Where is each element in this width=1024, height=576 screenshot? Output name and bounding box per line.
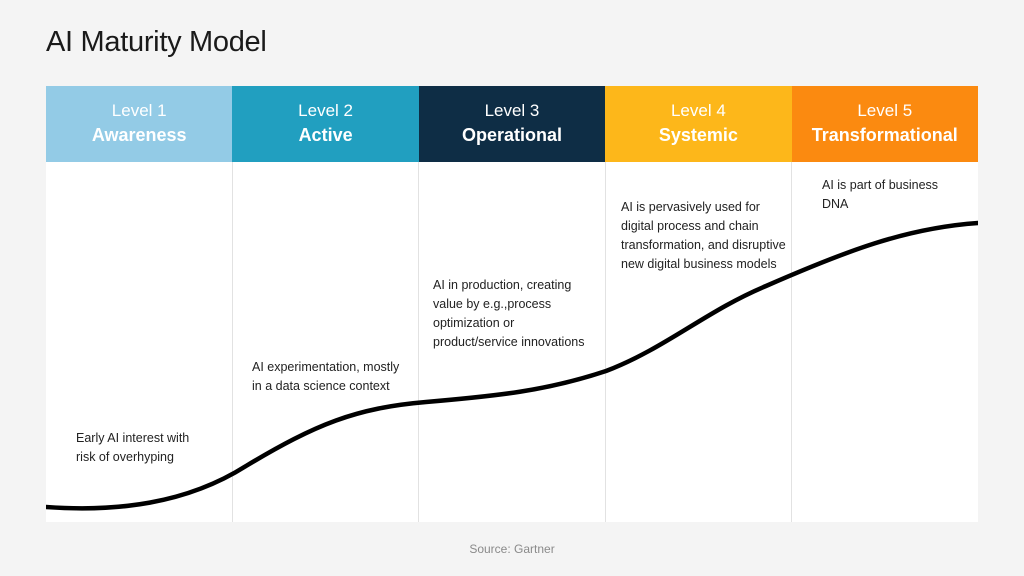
level-name: Active bbox=[298, 125, 353, 145]
level-2-header: Level 2 Active bbox=[232, 86, 419, 162]
column-divider bbox=[791, 162, 792, 522]
level-5-description: AI is part of business DNA bbox=[822, 178, 939, 211]
level-name: Operational bbox=[461, 125, 562, 145]
maturity-curve bbox=[46, 220, 978, 511]
level-number: Level 5 bbox=[857, 101, 913, 120]
page-title: AI Maturity Model bbox=[46, 26, 267, 58]
maturity-curve-line bbox=[46, 220, 978, 511]
level-header-row: Level 1 Awareness Level 2 Active Level 3… bbox=[46, 86, 978, 162]
level-4-description: AI is pervasively used for digital proce… bbox=[621, 200, 786, 271]
level-2-description: AI experimentation, mostly in a data sci… bbox=[252, 360, 400, 393]
column-divider bbox=[418, 162, 419, 522]
level-5-header: Level 5 Transformational bbox=[791, 86, 978, 162]
level-3-header: Level 3 Operational bbox=[418, 86, 606, 162]
column-divider bbox=[605, 162, 606, 522]
level-3-description: AI in production, creating value by e.g.… bbox=[433, 278, 585, 349]
level-4-header: Level 4 Systemic bbox=[605, 86, 792, 162]
level-number: Level 1 bbox=[111, 101, 167, 120]
level-name: Transformational bbox=[811, 125, 958, 145]
level-name: Awareness bbox=[91, 125, 187, 145]
level-name: Systemic bbox=[658, 125, 738, 145]
level-number: Level 3 bbox=[484, 101, 540, 120]
level-1-description: Early AI interest with risk of overhypin… bbox=[76, 431, 190, 464]
maturity-panel: Level 1 Awareness Level 2 Active Level 3… bbox=[46, 86, 978, 522]
level-1-header: Level 1 Awareness bbox=[46, 86, 233, 162]
level-number: Level 4 bbox=[670, 101, 726, 120]
source-caption: Source: Gartner bbox=[469, 542, 555, 556]
level-number: Level 2 bbox=[298, 101, 353, 120]
column-divider bbox=[232, 162, 233, 522]
